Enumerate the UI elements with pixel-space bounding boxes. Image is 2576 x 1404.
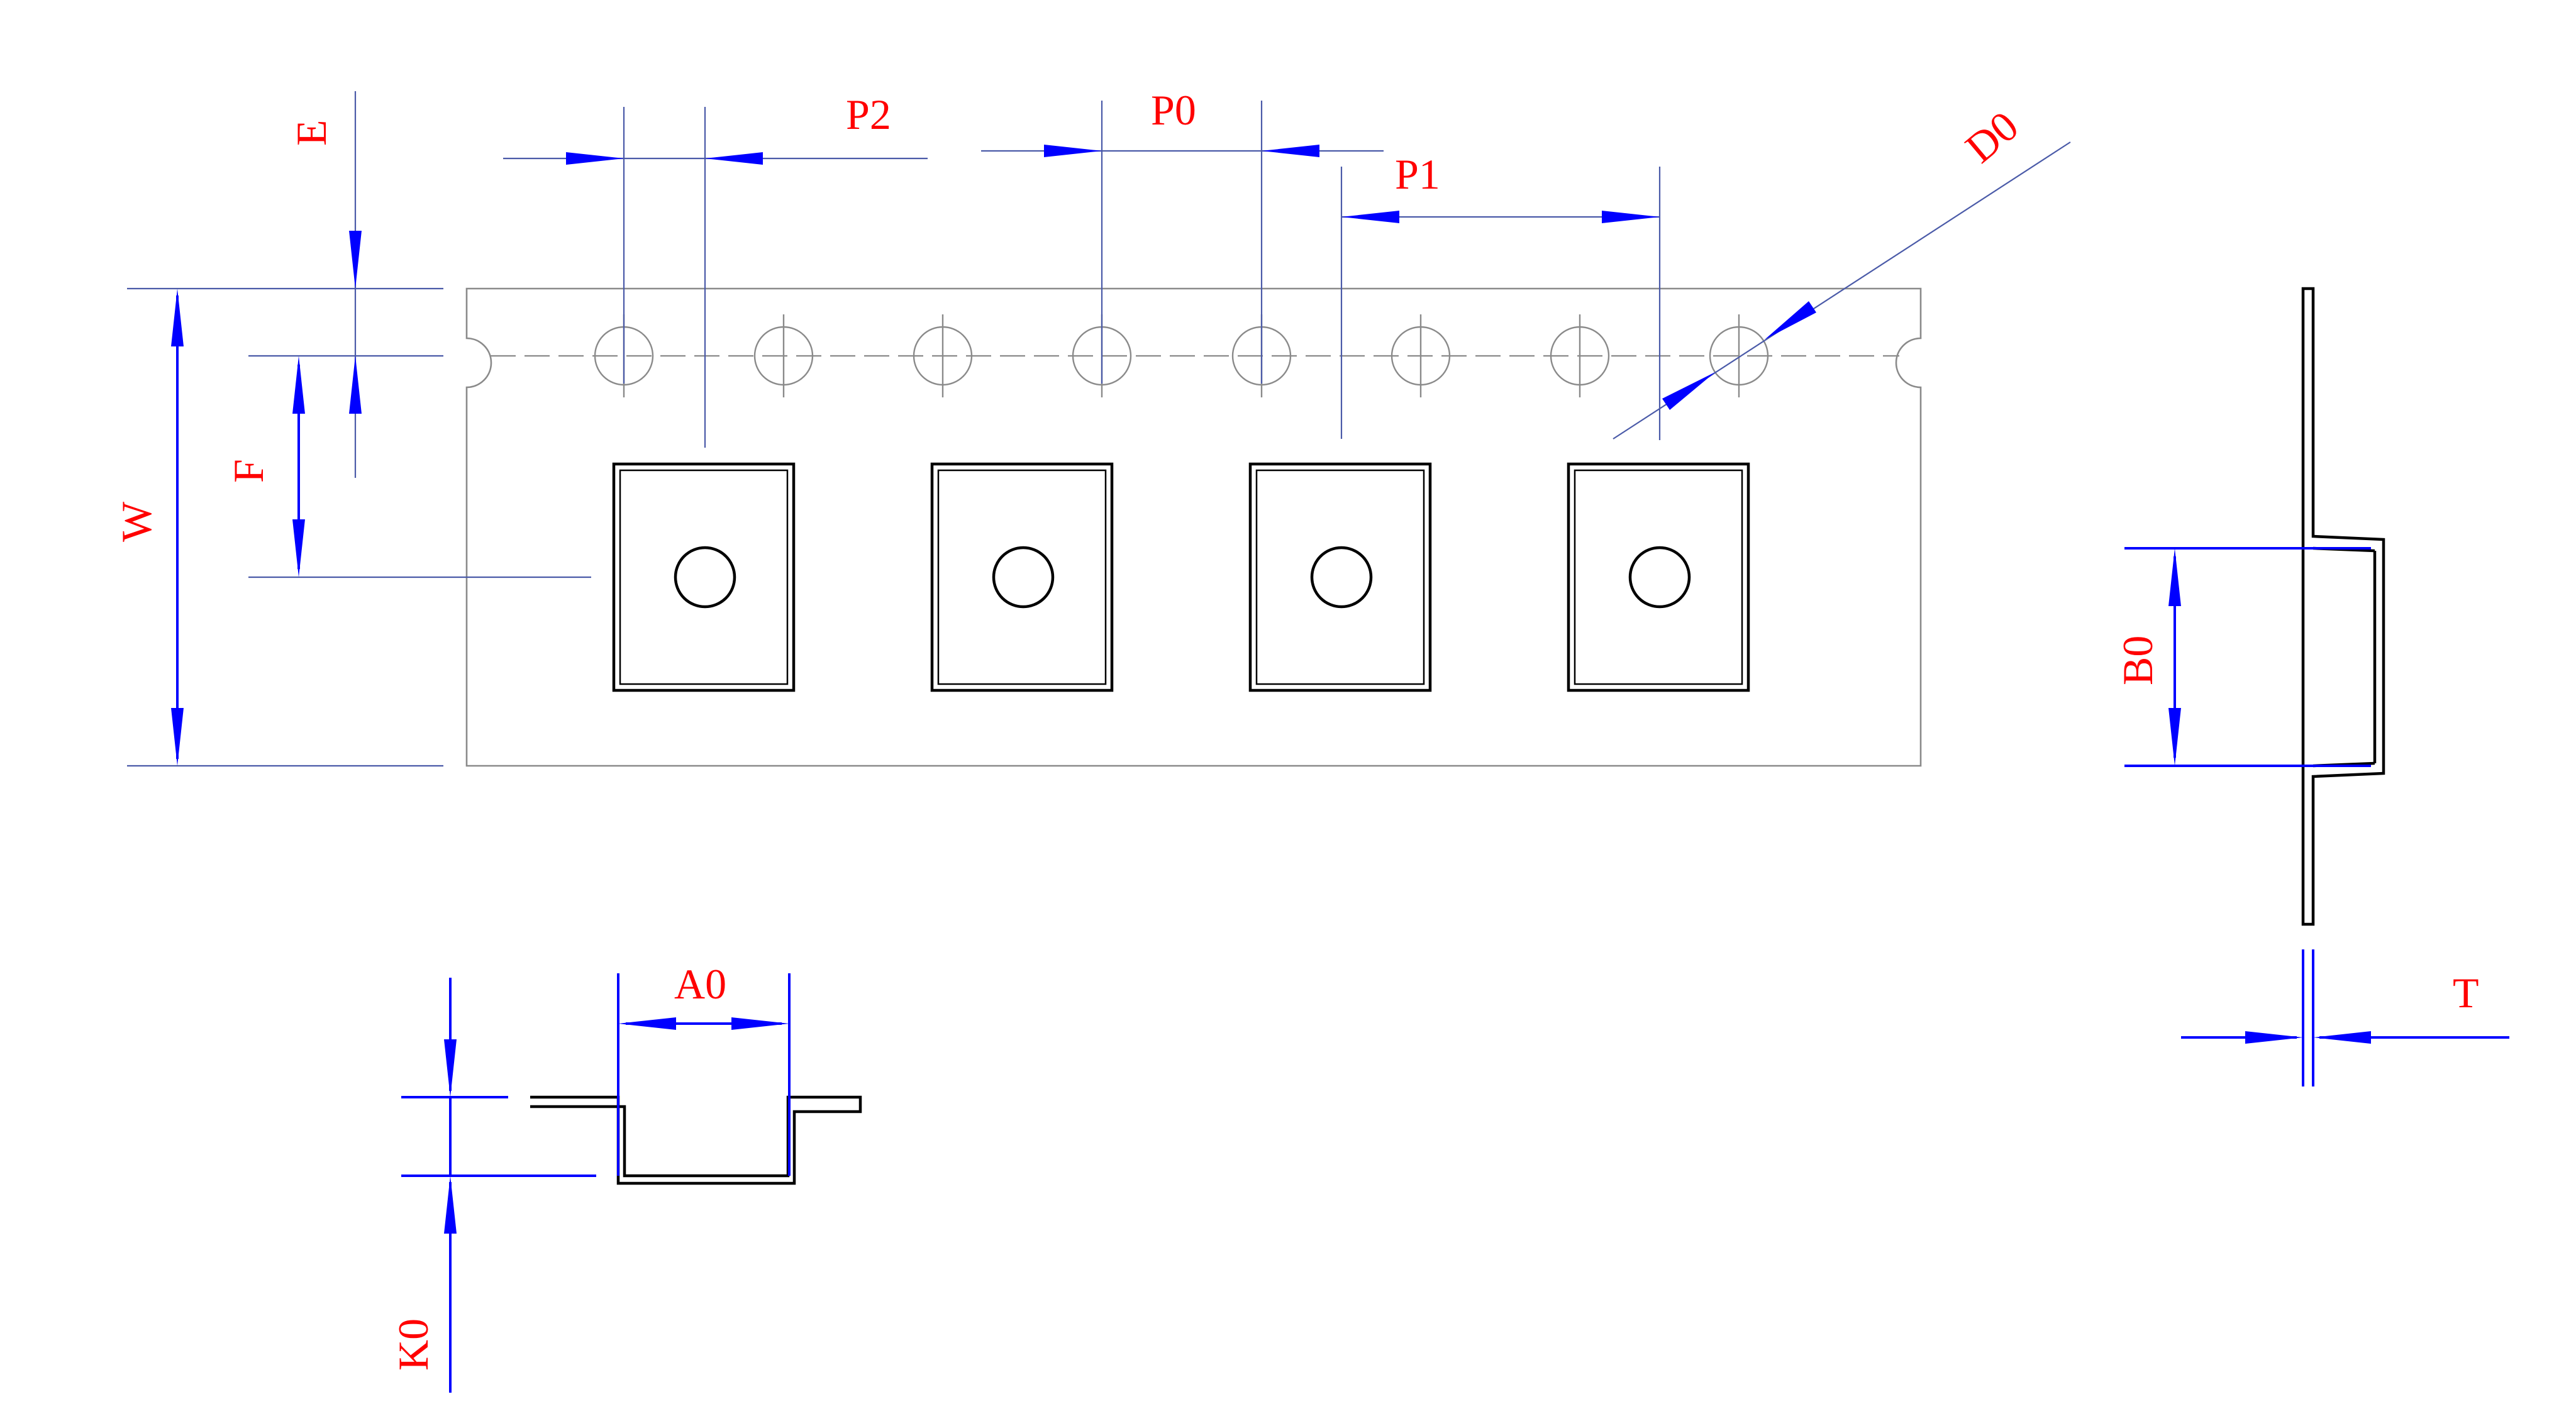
arrow xyxy=(2245,1031,2303,1044)
tape-outline xyxy=(465,287,1922,767)
label-d0: D0 xyxy=(1957,102,2028,172)
tape-side-section xyxy=(2301,287,2385,926)
arrow xyxy=(2168,708,2181,766)
arrow xyxy=(292,519,305,577)
tape-top-view xyxy=(465,287,1922,767)
arrow xyxy=(292,356,305,414)
label-w: W xyxy=(113,501,160,542)
arrow xyxy=(1602,211,1660,223)
arrow xyxy=(171,708,184,766)
label-e: E xyxy=(287,119,335,146)
arrow xyxy=(171,289,184,346)
arrow xyxy=(2313,1031,2371,1044)
arrow xyxy=(349,231,362,289)
section-a0-k0: A0 K0 xyxy=(389,960,862,1393)
pocket xyxy=(612,462,796,692)
pocket xyxy=(930,462,1114,692)
sprocket-hole xyxy=(753,314,814,397)
pocket-section xyxy=(530,1095,862,1185)
arrow xyxy=(1044,145,1102,157)
arrow xyxy=(1341,211,1399,223)
sprocket-hole xyxy=(1709,314,1769,397)
arrow xyxy=(2168,548,2181,606)
sprocket-holes xyxy=(594,314,1769,397)
label-a0: A0 xyxy=(674,960,726,1008)
arrow xyxy=(1262,145,1319,157)
label-b0: B0 xyxy=(2114,636,2162,685)
arrow xyxy=(1765,301,1816,340)
label-t: T xyxy=(2453,969,2479,1017)
arrow xyxy=(444,1176,457,1234)
section-b0-t: B0 T xyxy=(2114,287,2509,1086)
extension-lines xyxy=(127,91,2071,767)
pockets xyxy=(612,462,1750,692)
dimension-arrows xyxy=(171,145,1816,766)
arrow xyxy=(444,1039,457,1097)
sprocket-hole xyxy=(913,314,973,397)
pocket xyxy=(1248,462,1432,692)
label-p1: P1 xyxy=(1395,150,1440,198)
sprocket-hole xyxy=(1391,314,1451,397)
dimension-labels: E F W P2 P0 P1 D0 xyxy=(113,86,2027,542)
arrow xyxy=(731,1017,789,1030)
label-p2: P2 xyxy=(846,91,891,138)
label-p0: P0 xyxy=(1151,86,1196,134)
arrow xyxy=(566,152,624,165)
arrow xyxy=(1662,372,1715,410)
arrow xyxy=(618,1017,676,1030)
sprocket-hole xyxy=(1550,314,1610,397)
label-k0: K0 xyxy=(389,1318,437,1371)
arrow xyxy=(705,152,763,165)
arrow xyxy=(349,356,362,414)
label-f: F xyxy=(225,459,272,483)
pocket xyxy=(1567,462,1750,692)
